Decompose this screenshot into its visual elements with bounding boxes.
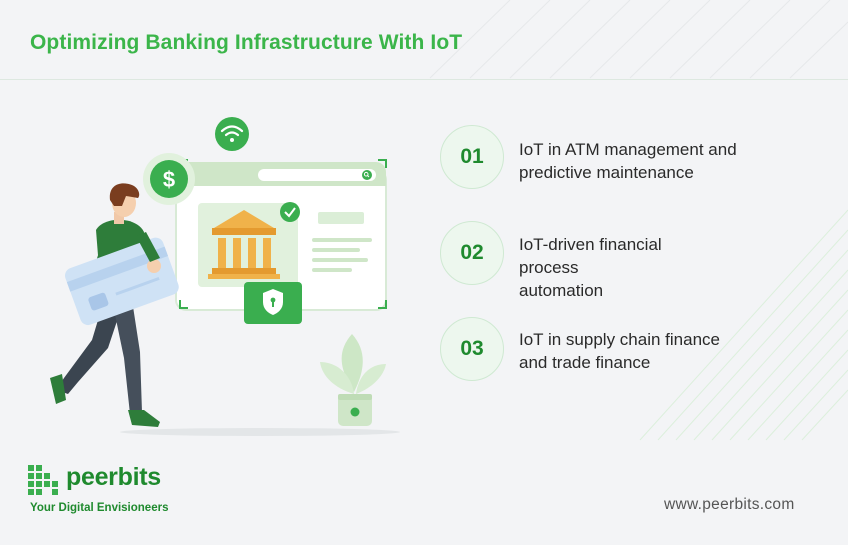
item-text-line: process [519,258,579,277]
item-number-badge: 01 [440,125,504,189]
item-text-line: IoT-driven financial [519,235,662,254]
item-description: IoT-driven financial process automation [519,233,799,302]
item-number-badge: 03 [440,317,504,381]
item-text-line: predictive maintenance [519,163,694,182]
list-item: 01 IoT in ATM management and predictive … [440,125,820,189]
check-icon [280,202,300,222]
svg-text:$: $ [163,167,175,192]
bank-icon [208,210,280,279]
plant-icon [320,334,386,426]
item-description: IoT in ATM management and predictive mai… [519,138,799,184]
website-url: www.peerbits.com [664,496,795,513]
list-item: 02 IoT-driven financial process automati… [440,221,820,300]
item-description: IoT in supply chain finance and trade fi… [519,328,799,374]
logo-tagline: Your Digital Envisioneers [30,502,169,514]
page-title: Optimizing Banking Infrastructure With I… [30,31,463,54]
search-icon [362,170,372,180]
peerbits-logo-icon [28,465,58,495]
item-text-line: IoT in ATM management and [519,140,737,159]
dollar-icon: $ [143,153,195,205]
logo-wordmark: peerbits [66,463,161,491]
list-item: 03 IoT in supply chain finance and trade… [440,317,820,381]
browser-window [175,162,387,324]
title-divider [0,79,848,80]
item-number-badge: 02 [440,221,504,285]
person-illustration [50,183,179,427]
item-text-line: IoT in supply chain finance [519,330,720,349]
item-text-line: automation [519,281,604,300]
wifi-icon [215,117,249,151]
item-text-line: and trade finance [519,353,651,372]
